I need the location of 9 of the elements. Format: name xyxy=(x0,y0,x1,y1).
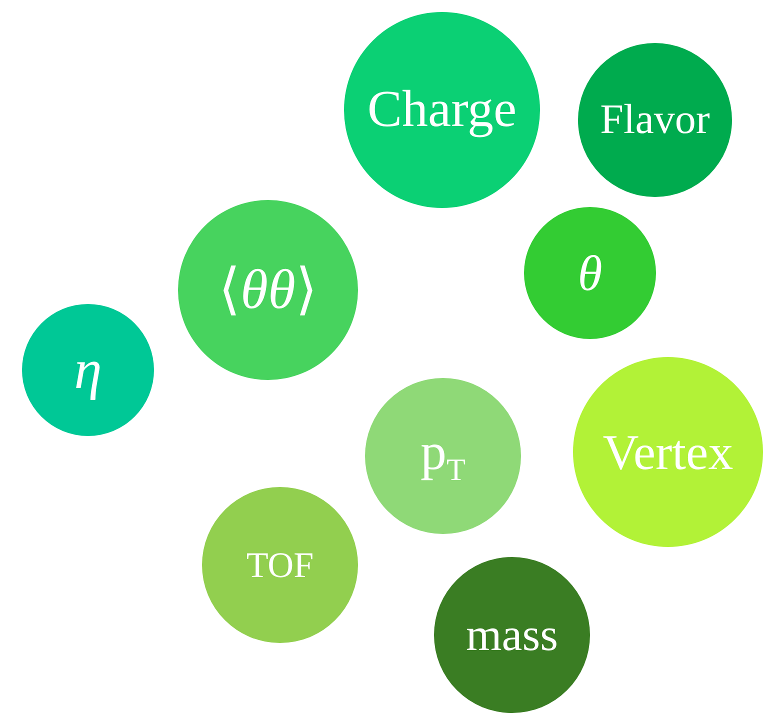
node-label: Flavor xyxy=(600,99,710,141)
node-label: TOF xyxy=(246,547,314,583)
node-label: Charge xyxy=(367,84,517,136)
node-label: ⟨θθ⟩ xyxy=(218,262,318,318)
node-label: p$_{T}$ xyxy=(420,426,466,486)
node-label: mass xyxy=(466,612,558,658)
node-label: Vertex xyxy=(602,427,734,477)
node-label: η xyxy=(74,342,102,398)
node-label: θ xyxy=(578,248,602,298)
